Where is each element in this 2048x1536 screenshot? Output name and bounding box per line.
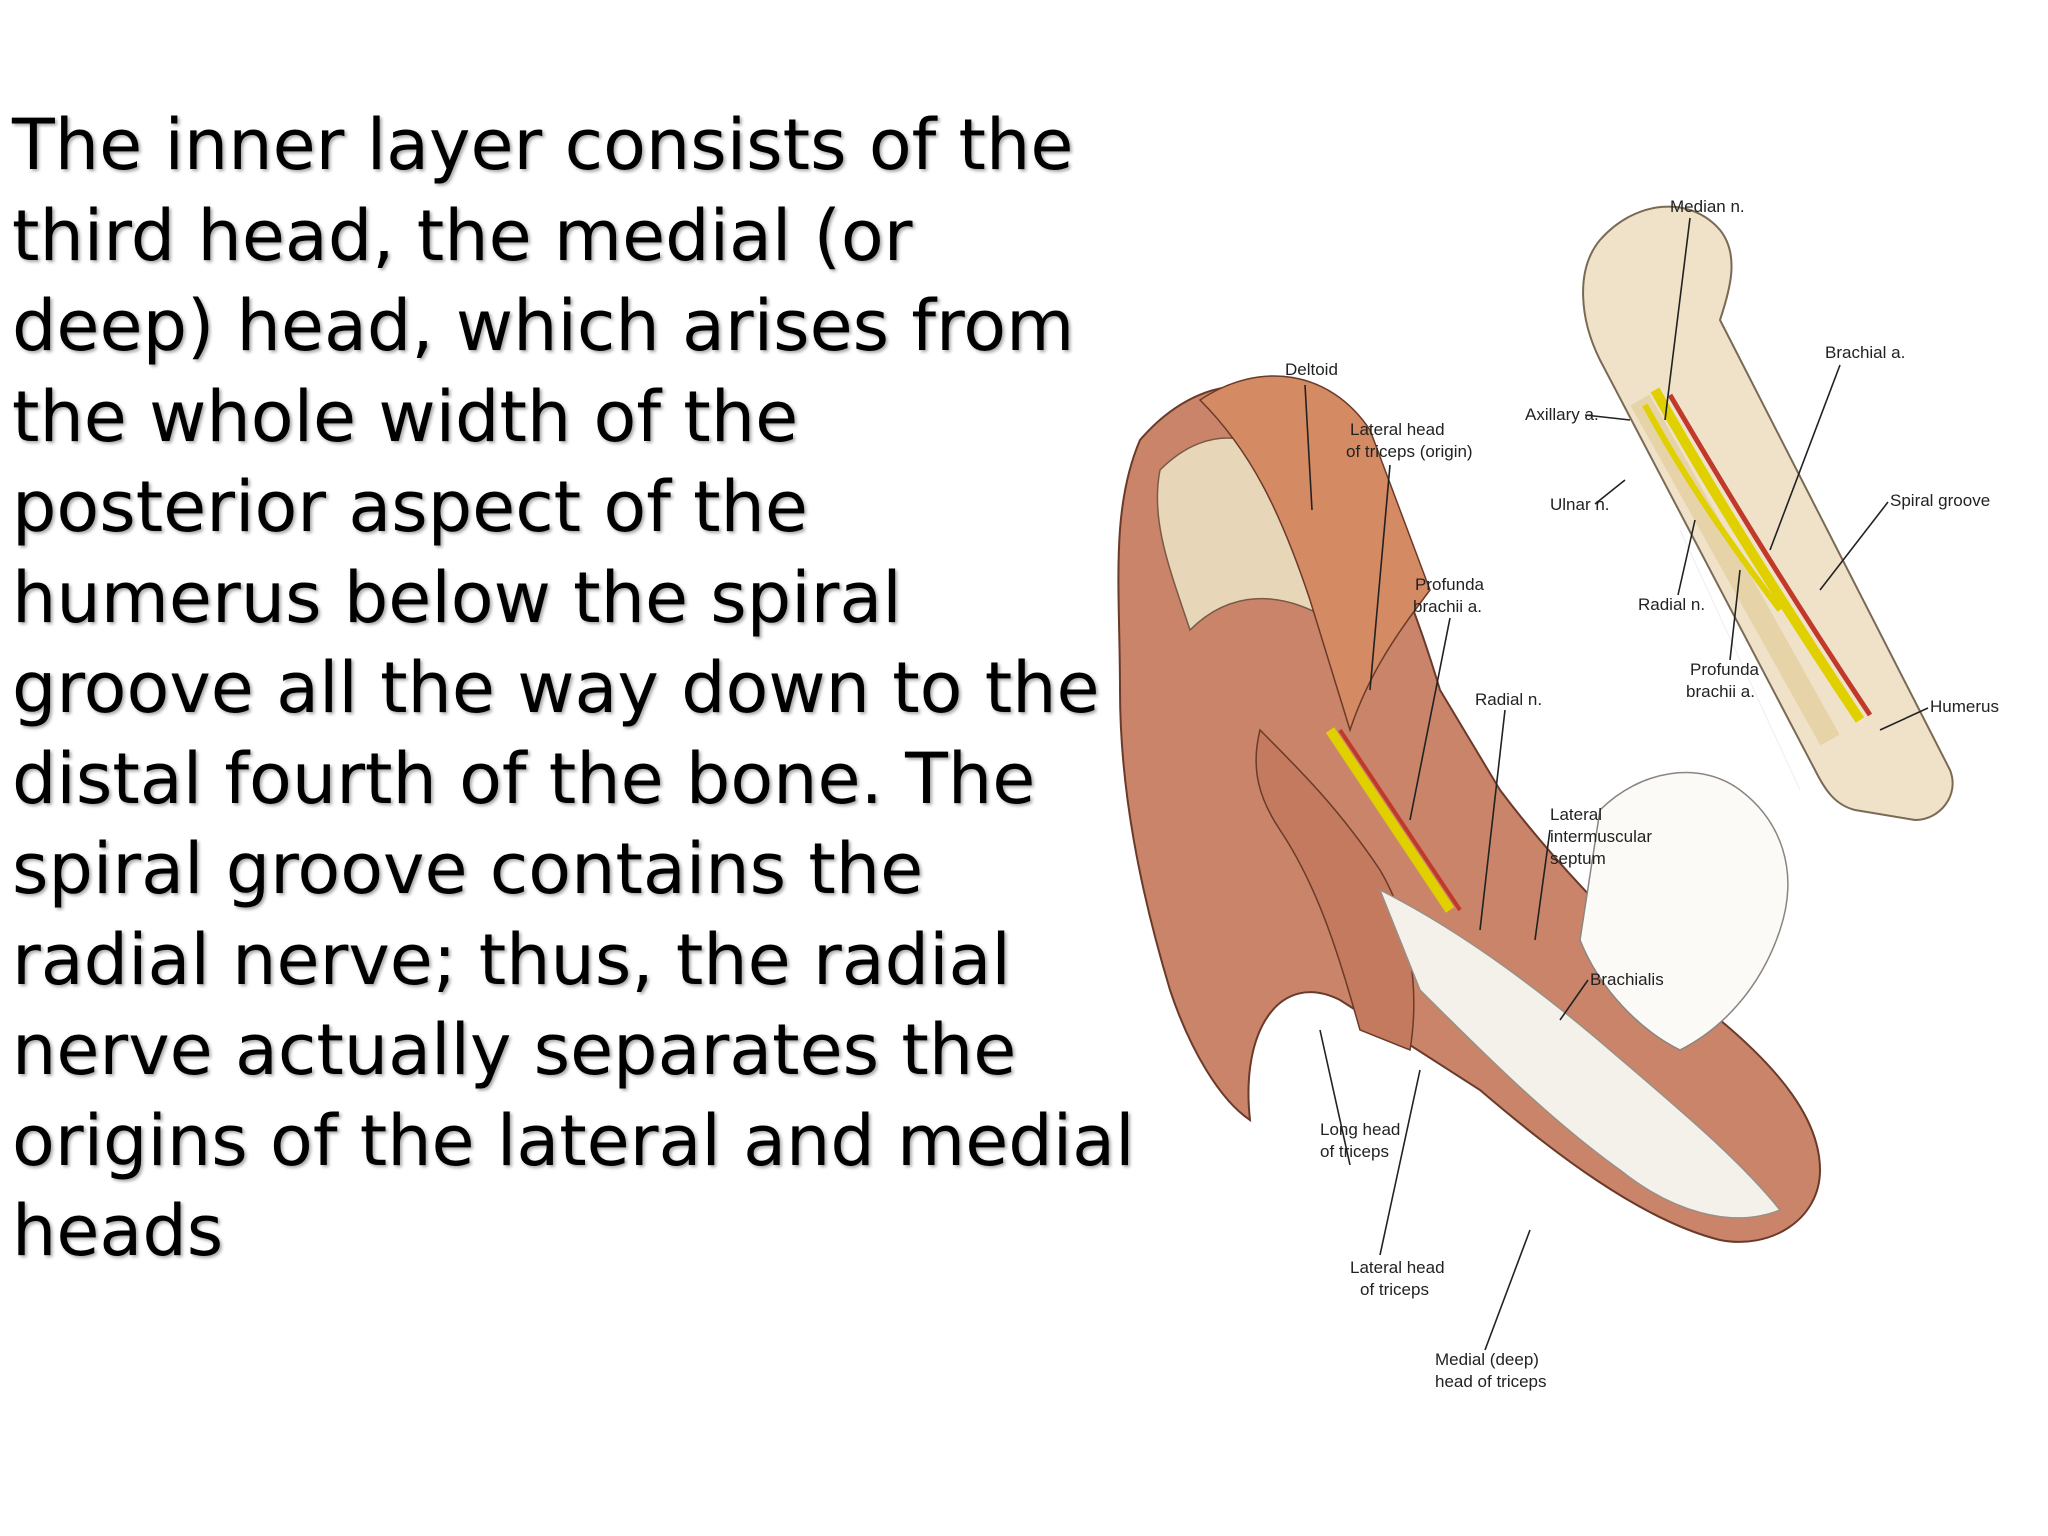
body-line: spiral groove contains the [12, 828, 924, 910]
body-line: heads [12, 1190, 224, 1272]
label-profunda: brachii a. [1413, 597, 1482, 616]
label-lateral-head: of triceps [1360, 1280, 1429, 1299]
arm-anatomy-illustration: Median n. Brachial a. Axillary a. Ulnar … [1117, 197, 1999, 1391]
body-line: nerve actually separates the [12, 1009, 1017, 1091]
body-line: posterior aspect of the [12, 466, 808, 548]
label-lateral-septum: intermuscular [1550, 827, 1652, 846]
body-line: radial nerve; thus, the radial [12, 918, 1011, 1001]
label-profunda: Profunda [1415, 575, 1485, 594]
label-lateral-head: Lateral head [1350, 1258, 1445, 1277]
label-lateral-septum: septum [1550, 849, 1606, 868]
body-line: groove all the way down to the [12, 647, 1100, 729]
body-line: distal fourth of the bone. The [12, 737, 1036, 820]
body-line: third head, the medial (or [12, 194, 913, 277]
label-spiral-groove: Spiral groove [1890, 491, 1990, 510]
label-ulnar-n: Ulnar n. [1550, 495, 1610, 514]
label-radial-n-inset: Radial n. [1638, 595, 1705, 614]
label-brachial-a: Brachial a. [1825, 343, 1905, 362]
label-radial-n: Radial n. [1475, 690, 1542, 709]
label-lateral-head-origin: Lateral head [1350, 420, 1445, 439]
leader-lines [1304, 217, 1929, 1351]
label-profunda-inset: brachii a. [1686, 682, 1755, 701]
label-lateral-septum: Lateral [1550, 805, 1602, 824]
label-median-n: Median n. [1670, 197, 1745, 216]
label-medial-head: head of triceps [1435, 1372, 1547, 1391]
label-medial-head: Medial (deep) [1435, 1350, 1539, 1369]
label-profunda-inset: Profunda [1690, 660, 1760, 679]
arm-anatomy-figure: Median n. Brachial a. Axillary a. Ulnar … [1080, 170, 2020, 1450]
arm-muscles-illustration [1117, 375, 1822, 1243]
body-line: The inner layer consists of the [12, 104, 1074, 186]
body-line: deep) head, which arises from [12, 285, 1075, 367]
label-long-head: of triceps [1320, 1142, 1389, 1161]
body-line: origins of the lateral and medial [12, 1099, 1135, 1182]
humerus-inset-illustration [1582, 205, 1954, 822]
label-humerus: Humerus [1930, 697, 1999, 716]
label-lateral-head-origin: of triceps (origin) [1346, 442, 1473, 461]
label-long-head: Long head [1320, 1120, 1400, 1139]
body-line: the whole width of the [12, 375, 799, 458]
body-line: humerus below the spiral [12, 556, 902, 639]
label-axillary-a: Axillary a. [1525, 405, 1599, 424]
body-text: The inner layer consists of the third he… [12, 100, 1135, 1277]
label-brachialis: Brachialis [1590, 970, 1664, 989]
label-deltoid: Deltoid [1285, 360, 1338, 379]
